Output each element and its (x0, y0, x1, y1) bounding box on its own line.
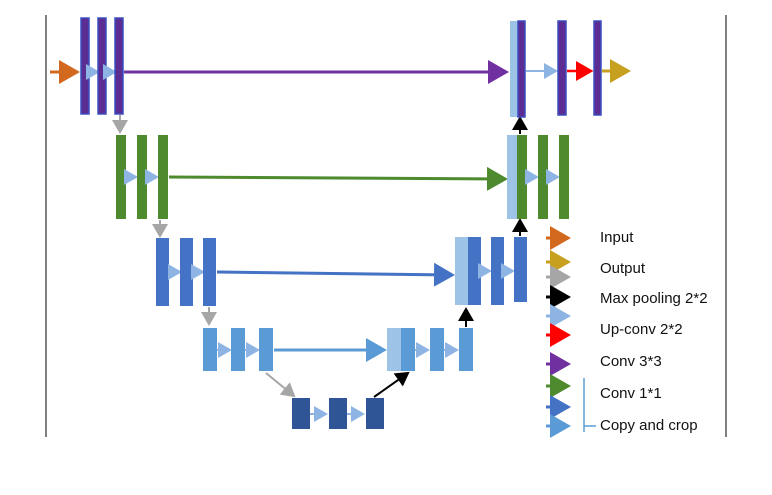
feature-map-copied (387, 328, 401, 371)
level2-encoder (116, 135, 168, 219)
feature-map (231, 328, 245, 371)
legend-label-copy-crop: Copy and crop (600, 417, 698, 434)
feature-map (180, 238, 193, 306)
level3-encoder (156, 238, 216, 306)
feature-map (538, 135, 548, 219)
level3-decoder (455, 237, 527, 305)
feature-map (430, 328, 444, 371)
feature-map (97, 17, 107, 115)
legend-label-conv1: Conv 1*1 (600, 385, 662, 402)
feature-map (517, 20, 526, 118)
copy-crop-arrow-level3 (216, 262, 455, 287)
copy-crop-arrow-level2 (168, 166, 508, 191)
feature-map (259, 328, 273, 371)
down-arrow-4 (265, 372, 296, 398)
feature-map (517, 135, 527, 219)
feature-map (116, 135, 126, 219)
feature-map (491, 237, 504, 305)
feature-map (137, 135, 147, 219)
level4-encoder (203, 328, 273, 371)
legend-label-up-conv: Up-conv 2*2 (600, 321, 683, 338)
feature-map (559, 135, 569, 219)
legend-label-conv3: Conv 3*3 (600, 353, 662, 370)
up-arrow-5 (373, 371, 410, 398)
feature-map (156, 238, 169, 306)
legend: Input Output Max pooling 2*2 Up-conv 2*2… (546, 226, 708, 438)
level1-decoder (510, 20, 602, 118)
level2-decoder (507, 135, 569, 219)
feature-map (114, 17, 124, 115)
feature-map (158, 135, 168, 219)
feature-map-copied (507, 135, 517, 219)
feature-map (80, 17, 90, 115)
level5-bottleneck (292, 398, 384, 429)
feature-map (401, 328, 415, 371)
feature-map-copied (510, 21, 518, 117)
legend-label-input: Input (600, 229, 634, 246)
feature-map (593, 20, 602, 116)
feature-map-copied (455, 237, 468, 305)
feature-map (203, 238, 216, 306)
feature-map (203, 328, 217, 371)
feature-map (557, 20, 567, 116)
feature-map (468, 237, 481, 305)
feature-map (292, 398, 310, 429)
level4-decoder (387, 328, 473, 371)
level1-encoder (50, 17, 124, 115)
feature-map (366, 398, 384, 429)
feature-map (459, 328, 473, 371)
feature-map (514, 237, 527, 302)
legend-label-output: Output (600, 260, 646, 277)
legend-label-max-pooling: Max pooling 2*2 (600, 290, 708, 307)
feature-map (329, 398, 347, 429)
